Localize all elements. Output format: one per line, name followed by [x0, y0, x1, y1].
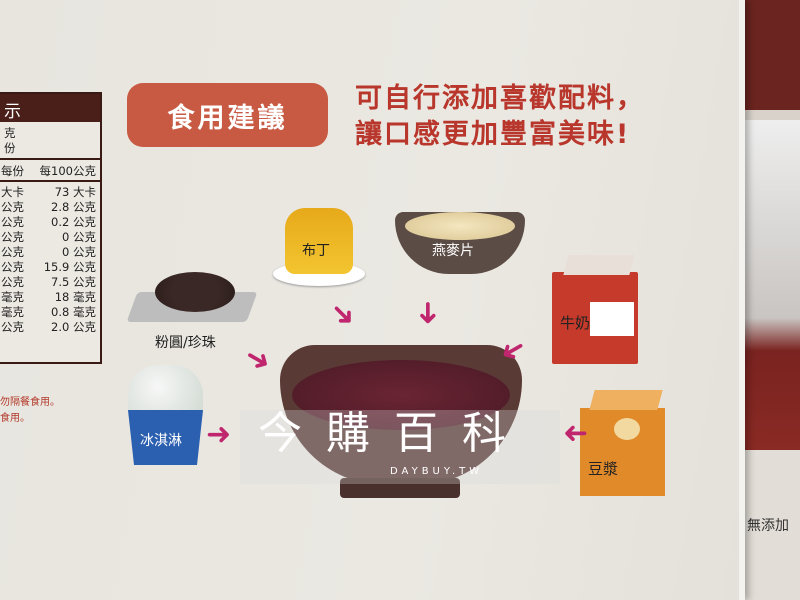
nutrition-value: 2.8 公克	[51, 200, 96, 214]
nutrition-value: 18 毫克	[54, 290, 96, 304]
nutrition-unit: 公克	[1, 230, 24, 244]
background-box-bottom: 無添加	[745, 450, 800, 600]
soy-milk-carton-top	[589, 390, 663, 410]
ice-cream-cup-illustration	[128, 410, 203, 465]
arrow-icon: ➜	[238, 338, 278, 382]
ice-cream-label: 冰淇淋	[140, 433, 182, 449]
watermark-site: DAYBUY.TW	[390, 466, 484, 477]
nutrition-unit: 毫克	[1, 290, 24, 304]
milk-label-box	[590, 302, 634, 336]
soy-milk-label: 豆漿	[588, 460, 619, 478]
serving-line: 份	[4, 141, 16, 155]
nutrition-row: 公克 0.2 公克	[0, 215, 100, 230]
headline-line: 可自行添加喜歡配料，	[355, 83, 645, 114]
column-header: 每100公克	[39, 164, 96, 178]
soybean-icon	[614, 418, 640, 440]
nutrition-value: 0 公克	[62, 245, 96, 259]
nutrition-row: 毫克 18 毫克	[0, 290, 100, 305]
column-header: 每份	[1, 164, 24, 178]
pearls-label: 粉圓/珍珠	[155, 335, 216, 351]
nutrition-row: 公克 0 公克	[0, 245, 100, 260]
nutrition-value: 2.0 公克	[51, 320, 96, 334]
nutrition-row: 公克 2.8 公克	[0, 200, 100, 215]
nutrition-unit: 公克	[1, 215, 24, 229]
nutrition-row: 毫克 0.8 毫克	[0, 305, 100, 320]
nutrition-value: 7.5 公克	[51, 275, 96, 289]
bowl-base	[340, 478, 460, 498]
nutrition-row: 大卡 73 大卡	[0, 185, 100, 200]
headline-line: 讓口感更加豐富美味!	[355, 119, 631, 150]
nutrition-unit: 毫克	[1, 305, 24, 319]
serving-line: 克	[4, 126, 16, 140]
pudding-label: 布丁	[302, 243, 330, 259]
usage-suggestion-badge: 食用建議	[127, 83, 328, 147]
nutrition-table-header: 示	[0, 94, 100, 122]
nutrition-value: 73 大卡	[54, 185, 96, 199]
background-box-text: 無添加	[747, 518, 789, 534]
red-beans-illustration	[292, 360, 510, 430]
nutrition-row: 公克 2.0 公克	[0, 320, 100, 335]
background-box-top	[745, 0, 800, 110]
nutrition-value: 0 公克	[62, 230, 96, 244]
warning-text: 食用。	[0, 413, 30, 424]
pudding-illustration	[285, 208, 353, 274]
pearls-illustration	[155, 272, 235, 312]
oats-label: 燕麥片	[432, 243, 474, 259]
arrow-icon: ➜	[410, 300, 446, 326]
nutrition-value: 0.8 毫克	[51, 305, 96, 319]
milk-label: 牛奶	[560, 314, 591, 332]
nutrition-unit: 公克	[1, 320, 24, 334]
nutrition-unit: 公克	[1, 200, 24, 214]
watermark-title: 今購百科	[258, 408, 530, 459]
nutrition-value: 0.2 公克	[51, 215, 96, 229]
background-box-middle	[745, 120, 800, 450]
arrow-icon: ➜	[321, 293, 365, 336]
nutrition-unit: 公克	[1, 245, 24, 259]
arrow-icon: ➜	[206, 417, 232, 452]
nutrition-row: 公克 0 公克	[0, 230, 100, 245]
nutrition-unit: 公克	[1, 275, 24, 289]
warning-text: 勿隔餐食用。	[0, 397, 60, 408]
nutrition-unit: 公克	[1, 260, 24, 274]
watermark: 今購百科 DAYBUY.TW	[240, 408, 560, 484]
nutrition-unit: 大卡	[1, 185, 24, 199]
oats-illustration	[405, 212, 515, 240]
nutrition-row: 公克 7.5 公克	[0, 275, 100, 290]
milk-carton-top	[563, 255, 635, 275]
arrow-icon: ➜	[563, 416, 589, 451]
nutrition-row: 公克 15.9 公克	[0, 260, 100, 275]
nutrition-value: 15.9 公克	[43, 260, 96, 274]
